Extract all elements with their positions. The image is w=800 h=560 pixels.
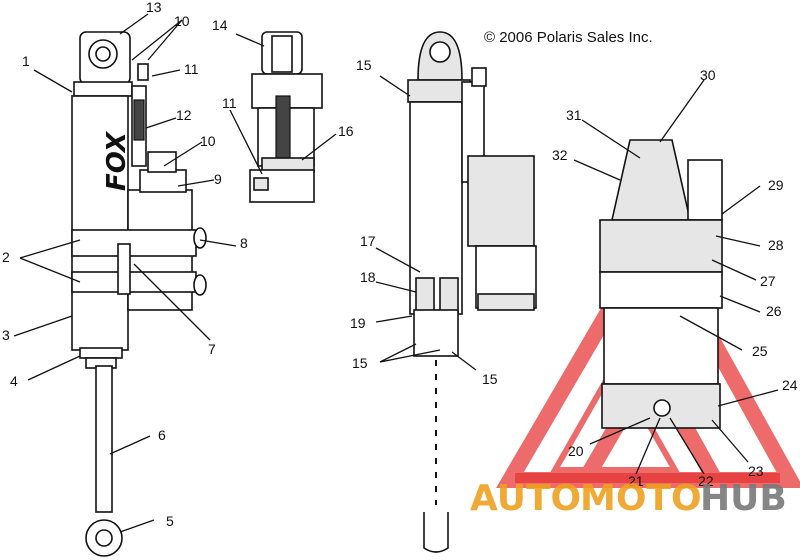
res-head xyxy=(599,219,723,273)
shaft xyxy=(95,365,113,513)
callout-labels: 1 2 3 4 5 6 7 8 9 10 10 11 12 13 14 11 1… xyxy=(2,0,798,529)
callout-22: 22 xyxy=(698,473,714,489)
section-reservoir-cap xyxy=(477,293,535,311)
watermark-moto: MOTO xyxy=(580,478,702,519)
clamp-bolt-lower xyxy=(193,274,207,296)
callout-23: 23 xyxy=(748,463,764,479)
callout-17: 17 xyxy=(360,233,376,249)
callout-14: 14 xyxy=(212,17,228,33)
callout-20: 20 xyxy=(568,443,584,459)
callout-4: 4 xyxy=(10,373,18,389)
callout-30: 30 xyxy=(700,67,716,83)
callout-31: 31 xyxy=(566,107,582,123)
shock-assembly-left: FOX xyxy=(71,31,207,557)
section-reservoir-top xyxy=(467,155,535,247)
section-cap xyxy=(407,79,471,103)
res-valve xyxy=(653,399,671,417)
callout-28: 28 xyxy=(768,237,784,253)
res-piston xyxy=(599,271,723,309)
callout-12: 12 xyxy=(176,107,192,123)
bottom-eyelet-hole xyxy=(95,529,113,547)
callout-15-right: 15 xyxy=(482,371,498,387)
callout-13: 13 xyxy=(146,0,162,15)
callout-29: 29 xyxy=(768,177,784,193)
callout-5: 5 xyxy=(166,513,174,529)
callout-32: 32 xyxy=(552,147,568,163)
res-valve-body xyxy=(687,159,723,221)
callout-15-left: 15 xyxy=(352,355,368,371)
callout-10-lower: 10 xyxy=(200,133,216,149)
callout-1: 1 xyxy=(22,53,30,69)
callout-6: 6 xyxy=(158,427,166,443)
piston-right xyxy=(439,277,459,313)
clamp-bolt-upper xyxy=(193,227,207,249)
callout-21: 21 xyxy=(628,473,644,489)
detail-nut xyxy=(253,177,269,191)
piston-shims xyxy=(413,309,459,357)
watermark-text: AUTO MOTO HUB xyxy=(470,478,787,519)
res-chamber xyxy=(603,307,719,385)
callout-16: 16 xyxy=(338,123,354,139)
watermark-hub: HUB xyxy=(700,478,787,519)
callout-10-upper: 10 xyxy=(174,13,190,29)
shock-detail-small xyxy=(249,31,323,203)
reservoir-cap xyxy=(139,169,187,193)
piston-left xyxy=(415,277,435,313)
schrader-valve xyxy=(147,151,177,173)
res-top-cap xyxy=(611,139,691,221)
callout-27: 27 xyxy=(760,273,776,289)
callout-2: 2 xyxy=(2,249,10,265)
callout-26: 26 xyxy=(766,303,782,319)
section-eyelet-hole xyxy=(429,41,451,63)
callout-19: 19 xyxy=(350,315,366,331)
section-bottom-eyelet xyxy=(423,512,449,553)
shock-section-middle xyxy=(407,31,537,553)
callout-11-left: 11 xyxy=(184,61,199,77)
callout-9: 9 xyxy=(214,171,222,187)
callout-18: 18 xyxy=(360,269,376,285)
section-knob xyxy=(471,67,487,87)
top-cap xyxy=(73,81,133,97)
fox-logo: FOX xyxy=(102,130,132,191)
shock-body xyxy=(71,95,129,351)
callout-3: 3 xyxy=(2,327,10,343)
reservoir-section-right xyxy=(599,139,723,429)
adjuster-knob xyxy=(137,63,149,81)
callout-15-top: 15 xyxy=(356,57,372,73)
watermark-auto: AUTO xyxy=(470,478,581,519)
copyright-text: © 2006 Polaris Sales Inc. xyxy=(484,29,653,46)
callout-24: 24 xyxy=(782,377,798,393)
bottom-seal-cap xyxy=(79,347,123,359)
callout-8: 8 xyxy=(240,235,248,251)
adjuster-thread xyxy=(133,99,145,141)
leader-lines xyxy=(13,13,779,533)
detail-stem xyxy=(275,95,291,167)
clamp-spacer xyxy=(117,243,131,295)
reservoir-clamp-upper xyxy=(71,229,197,257)
reservoir-clamp-lower xyxy=(71,271,197,293)
top-eyelet-hole xyxy=(95,46,111,62)
detail-eyelet-slot xyxy=(271,35,293,73)
callout-25: 25 xyxy=(752,343,768,359)
callout-7: 7 xyxy=(208,341,216,357)
callout-11-right: 11 xyxy=(222,95,237,111)
